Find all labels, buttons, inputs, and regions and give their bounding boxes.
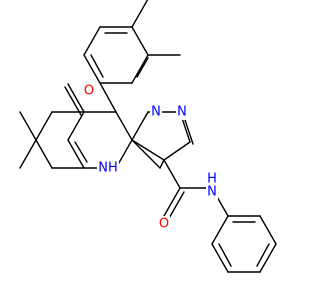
bond (259, 215, 277, 245)
bond (131, 26, 149, 56)
bond (183, 116, 194, 145)
oxygen-amide-label: O (159, 217, 169, 232)
bond (211, 243, 229, 273)
bond-layer (19, 0, 277, 273)
bond (83, 26, 101, 56)
bond (159, 159, 165, 169)
nitrogen-pyrazole-label: N (177, 105, 187, 120)
bond (99, 82, 117, 113)
bond (19, 111, 37, 141)
bond (115, 111, 133, 141)
bond (74, 141, 88, 163)
atom-label-background (206, 184, 218, 200)
atom-label-background (97, 160, 119, 176)
bond (163, 159, 181, 189)
bond (163, 187, 181, 217)
bond (136, 57, 149, 78)
bond (131, 111, 149, 141)
bond (35, 111, 53, 141)
molecule-svg: O N N NH O H N (19, 0, 277, 273)
bond (131, 0, 149, 28)
atom-label-background (206, 171, 218, 187)
bond (67, 83, 85, 113)
bond (83, 54, 101, 84)
bond (256, 243, 270, 267)
bond (131, 139, 165, 161)
atom-label-background (158, 216, 170, 232)
bond (67, 139, 85, 169)
bond (35, 139, 53, 169)
bond (167, 191, 185, 221)
atom-label-background (83, 83, 95, 99)
nitrogen-amide-label: N (207, 185, 217, 200)
bond (19, 139, 37, 169)
bond (259, 243, 277, 273)
bond (131, 54, 149, 84)
molecule-structure-diagram: O N N NH O H N (19, 0, 277, 273)
nitrogen-bridgehead-label: N (151, 105, 161, 120)
atom-label-background (150, 104, 162, 120)
hydrogen-amide-label: H (207, 172, 217, 187)
oxygen-ketone-label: O (84, 84, 94, 99)
atom-label-layer: O N N NH O H N (83, 83, 218, 232)
bond (67, 111, 85, 141)
bond (218, 243, 232, 267)
bond (64, 86, 82, 116)
bond (90, 54, 104, 78)
atom-label-background (176, 104, 188, 120)
nitrogen-ring-nh-label: NH (98, 161, 118, 176)
bond (211, 215, 229, 245)
bond (163, 141, 191, 161)
bond (131, 139, 161, 169)
